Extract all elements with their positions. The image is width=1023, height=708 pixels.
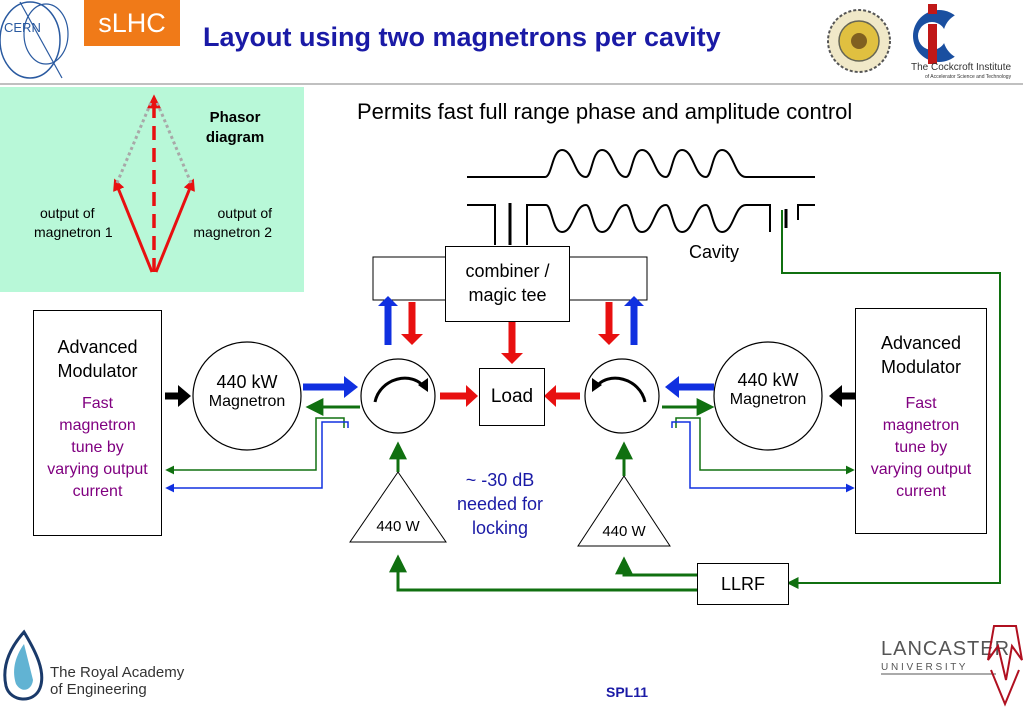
- subtitle: Permits fast full range phase and amplit…: [357, 99, 853, 124]
- right-modulator-box: Advanced Modulator Fast magnetron tune b…: [855, 308, 987, 534]
- locking-note-line1: ~ -30 dB: [465, 470, 535, 490]
- locking-note-line2: needed for: [456, 494, 544, 514]
- combiner-line2: magic tee: [468, 285, 547, 305]
- left-magnetron-name: Magnetron: [208, 393, 286, 410]
- header-divider: [0, 83, 1023, 85]
- left-modulator-box: Advanced Modulator Fast magnetron tune b…: [33, 310, 162, 536]
- left-magnetron-power: 440 kW: [216, 372, 278, 392]
- cockcroft-name: The Cockcroft Institute: [911, 62, 1012, 73]
- phasor-vector-2: [154, 178, 195, 273]
- left-modulator-title-2: Modulator: [57, 361, 138, 381]
- left-note-line: Fast: [81, 395, 114, 412]
- page-label: SPL11: [606, 684, 649, 700]
- right-magnetron: [713, 341, 823, 451]
- page-title: Layout using two magnetrons per cavity: [203, 22, 721, 52]
- right-note-line: Fast: [905, 395, 937, 412]
- right-amplifier: [577, 475, 671, 547]
- left-magnetron-label: 440 kW Magnetron: [195, 372, 299, 411]
- right-note-line: varying output: [870, 461, 972, 478]
- rae-line1: The Royal Academy: [50, 664, 185, 681]
- right-magnetron-label: 440 kW Magnetron: [716, 370, 820, 409]
- lancaster-logo: LANCASTER U N I V E R S I T Y: [876, 620, 1023, 708]
- phasor-right-line1: output of: [217, 205, 273, 221]
- phasor-left-label: output of magnetron 1: [34, 204, 113, 242]
- left-modulator-title-1: Advanced: [57, 337, 138, 357]
- lancaster-line1: LANCASTER: [881, 638, 1011, 660]
- cavity-label: Cavity: [689, 242, 740, 262]
- phasor-title: Phasor diagram: [190, 108, 280, 148]
- phasor-right-line2: magnetron 2: [193, 224, 272, 240]
- left-amplifier: [349, 471, 447, 543]
- combiner-box: combiner / magic tee: [445, 246, 570, 322]
- right-note-line: current: [896, 483, 946, 500]
- left-magnetron: [192, 341, 302, 451]
- left-note-line: current: [72, 483, 123, 500]
- phasor-graphic: [113, 94, 195, 273]
- right-magnetron-power: 440 kW: [737, 370, 799, 390]
- right-modulator-note: Fast magnetron tune by varying output cu…: [856, 393, 986, 503]
- llrf-box: LLRF: [697, 563, 789, 605]
- phasor-panel: [0, 87, 304, 292]
- cavity-graphic: [467, 148, 815, 245]
- slhc-badge: sLHC: [84, 0, 180, 46]
- phasor-right-label: output of magnetron 2: [182, 204, 272, 242]
- combiner-line1: combiner /: [465, 261, 550, 281]
- lancaster-rose-graphic: [881, 625, 1023, 707]
- right-modulator-title-2: Modulator: [880, 357, 962, 377]
- phasor-left-line2: magnetron 1: [34, 224, 113, 240]
- right-note-line: tune by: [894, 439, 948, 456]
- left-note-line: varying output: [47, 461, 148, 478]
- cern-logo-text: CERN: [4, 20, 41, 35]
- right-modulator-title-1: Advanced: [880, 333, 962, 353]
- phasor-title-line2: diagram: [205, 129, 265, 146]
- lancaster-line2: U N I V E R S I T Y: [881, 662, 966, 673]
- right-amp-label: 440 W: [602, 523, 646, 540]
- cern-logo: CERN: [0, 0, 72, 80]
- right-circulator: [584, 358, 660, 434]
- phasor-left-line1: output of: [40, 205, 95, 221]
- left-amp-label: 440 W: [376, 518, 420, 535]
- load-box: Load: [479, 368, 545, 426]
- left-modulator-note: Fast magnetron tune by varying output cu…: [34, 393, 161, 503]
- rae-line2: of Engineering: [50, 681, 147, 698]
- phasor-vector-1: [113, 178, 154, 273]
- phasor-title-line1: Phasor: [209, 109, 261, 126]
- university-seal-logo: [826, 6, 892, 76]
- left-circulator: [360, 358, 436, 434]
- right-magnetron-name: Magnetron: [729, 391, 807, 408]
- right-note-line: magnetron: [882, 417, 960, 434]
- cern-logo-graphic: CERN: [0, 1, 69, 79]
- cockcroft-logo: The Cockcroft Institute of Accelerator S…: [905, 0, 1023, 82]
- royal-academy-logo: The Royal Academy of Engineering: [0, 628, 184, 708]
- cockcroft-subtitle: of Accelerator Science and Technology: [925, 74, 1012, 80]
- locking-note-line3: locking: [471, 518, 529, 538]
- locking-note: ~ -30 dB needed for locking: [440, 468, 560, 540]
- left-note-line: magnetron: [59, 417, 136, 434]
- left-note-line: tune by: [71, 439, 124, 456]
